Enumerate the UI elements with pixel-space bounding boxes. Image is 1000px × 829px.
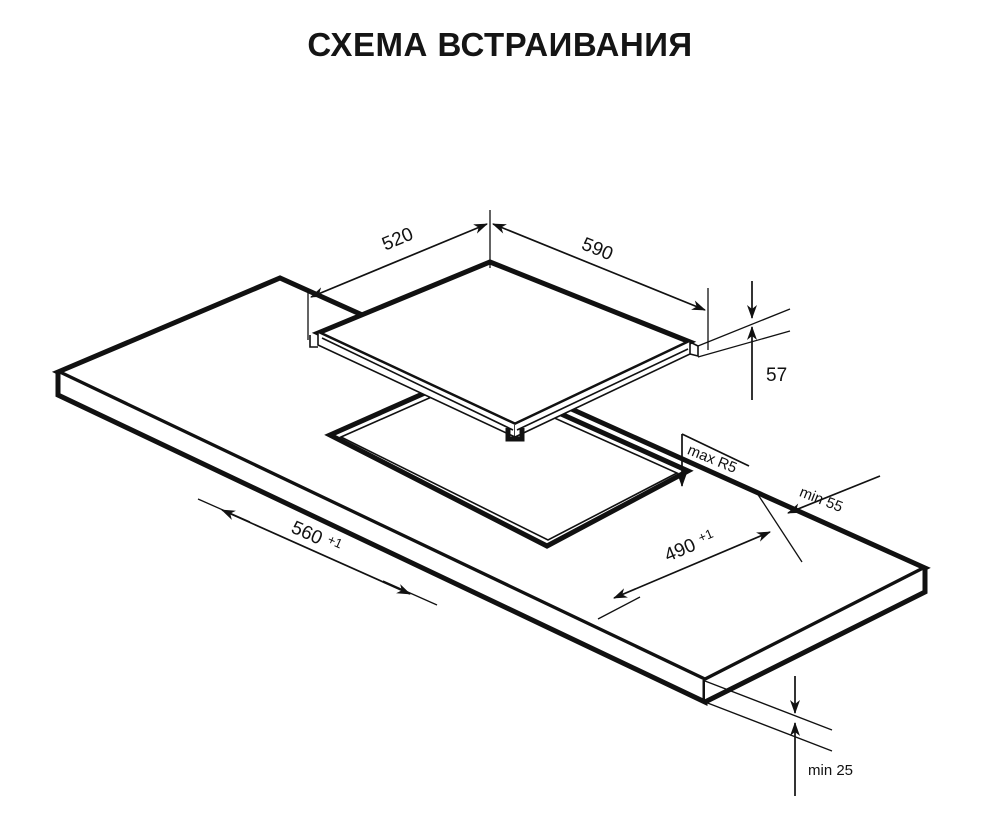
dim-line-490	[613, 531, 771, 599]
cooktop-front-left-band-inner	[321, 337, 514, 431]
ext-line-490-end	[754, 489, 803, 563]
dim-label-57: 57	[766, 365, 787, 386]
dim-line-560	[221, 509, 411, 595]
cooktop-right-lip	[689, 341, 699, 358]
dim-value-560: 560	[288, 517, 326, 549]
dimension-countertop-thickness: min 25	[704, 676, 853, 796]
ext-line-560-end	[382, 580, 438, 606]
ext-line-min25-top	[704, 680, 833, 731]
page-title: СХЕМА ВСТРАИВАНИЯ	[307, 26, 693, 63]
ext-line-57-bottom	[697, 330, 791, 358]
countertop-front-right-face	[705, 568, 925, 702]
dim-label-520: 520	[379, 224, 416, 256]
leader-line-min-55	[787, 475, 881, 514]
countertop-front-right-top-edge	[704, 567, 926, 681]
dim-tolerance-560: +1	[325, 532, 345, 552]
ext-line-490-start	[597, 596, 641, 620]
countertop-front-right-edge	[703, 568, 928, 705]
leader-line-max-r5-horizontal	[681, 433, 750, 467]
cooktop-front-right-band-inner	[516, 348, 689, 431]
cooktop-corner-thickness	[505, 428, 525, 442]
cooktop-left-lip	[309, 335, 318, 348]
dimension-hob-height: 57	[697, 281, 791, 400]
ext-line-min25-bottom	[704, 701, 833, 752]
ext-line-57-top	[697, 308, 791, 347]
dim-line-590	[492, 223, 706, 311]
dim-tolerance-490: +1	[696, 526, 715, 546]
dim-label-min25: min 25	[808, 762, 853, 779]
dim-line-520	[310, 223, 488, 298]
